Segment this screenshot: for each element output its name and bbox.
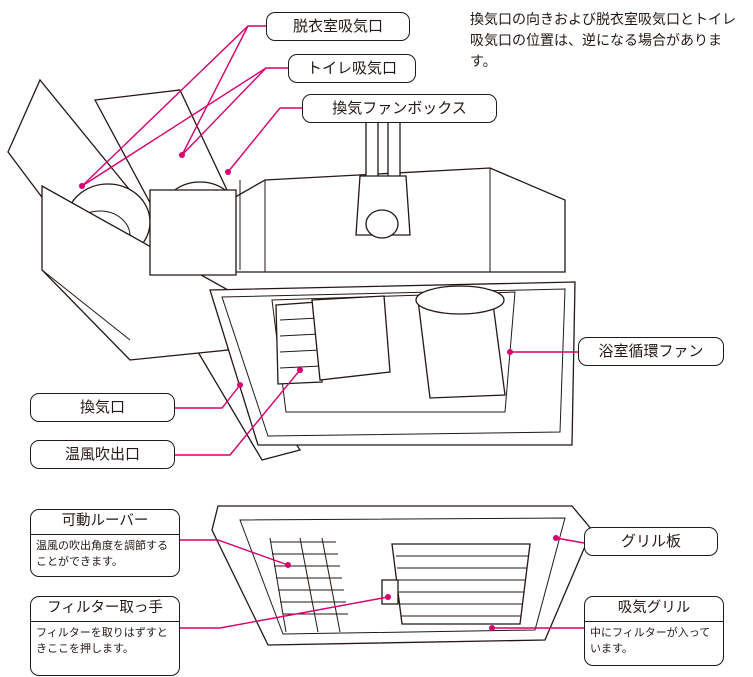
grille-plate (211, 505, 593, 646)
label-vent-port: 換気口 (30, 393, 175, 422)
label-fan-box: 換気ファンボックス (302, 94, 497, 123)
callout-filter-handle-title: フィルター取っ手 (31, 597, 179, 622)
fan-box (41, 119, 566, 361)
leader-lines (79, 25, 585, 631)
callout-filter-handle-desc: フィルターを取りはずすときここを押します。 (36, 626, 168, 655)
label-grille-plate: グリル板 (584, 527, 718, 556)
callout-intake-grille-title: 吸気グリル (585, 597, 723, 622)
callout-louver-desc: 温風の吹出角度を調節することができます。 (36, 539, 168, 568)
callout-louver: 可動ルーバー 温風の吹出角度を調節することができます。 (30, 509, 180, 577)
callout-intake-grille: 吸気グリル 中にフィルターが入っています。 (584, 596, 724, 666)
label-warm-air-outlet: 温風吹出口 (30, 440, 175, 469)
label-dressing-intake: 脱衣室吸気口 (266, 12, 410, 41)
callout-filter-handle: フィルター取っ手 フィルターを取りはずすときここを押します。 (30, 596, 180, 676)
face-panel (209, 281, 576, 446)
callout-louver-title: 可動ルーバー (31, 510, 179, 535)
label-toilet-intake: トイレ吸気口 (288, 54, 416, 83)
label-circulation-fan: 浴室循環ファン (578, 337, 724, 366)
callout-intake-grille-desc: 中にフィルターが入っています。 (590, 626, 711, 655)
orientation-note: 換気口の向きおよび脱衣室吸気口とトイレ吸気口の位置は、逆になる場合があります。 (470, 12, 736, 70)
